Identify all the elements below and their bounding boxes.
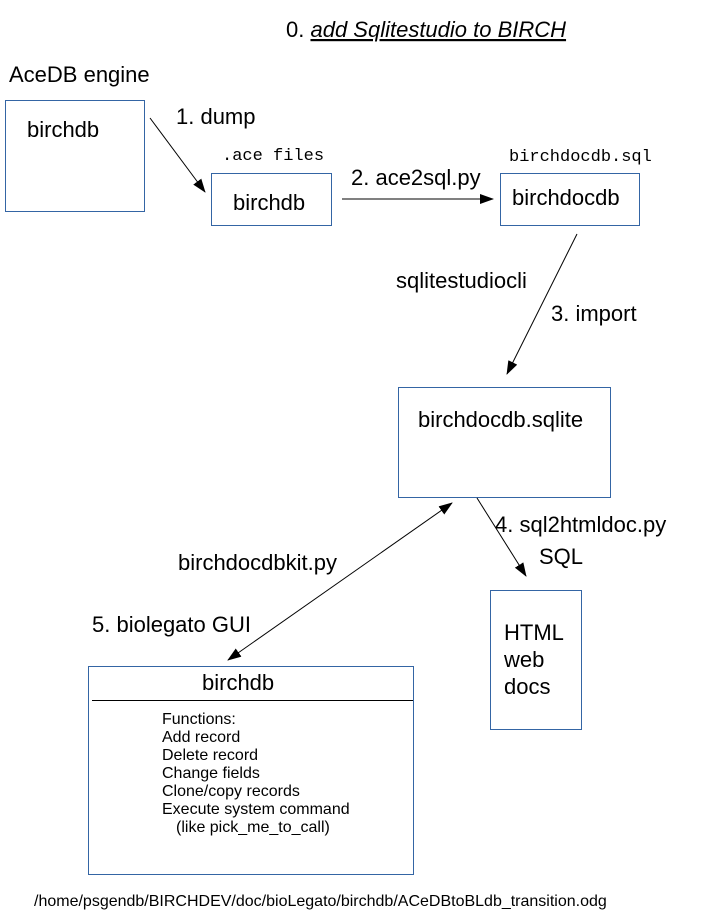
ace-files-label: birchdb [233, 190, 305, 215]
html-docs-line: HTML [504, 620, 564, 645]
arrow-dump [149, 117, 206, 193]
sql-file-box [500, 173, 640, 226]
gui-function-line: Change fields [162, 765, 260, 782]
title-text: add Sqlitestudio to BIRCH [310, 17, 566, 42]
ace-files-box [211, 173, 332, 226]
arrow-kit-bidirectional [227, 502, 453, 661]
gui-function-line: Functions: [162, 711, 236, 728]
arrow-sql2html [476, 497, 527, 577]
html-docs-line: docs [504, 674, 550, 699]
edge-label-ace2sql: 2. ace2sql.py [351, 165, 481, 190]
gui-function-line: Clone/copy records [162, 783, 300, 800]
sql-file-caption: birchdocdb.sql [509, 148, 652, 167]
gui-title: birchdb [202, 670, 274, 695]
edge-label-sql: SQL [539, 544, 583, 569]
footer-file-path: /home/psgendb/BIRCHDEV/doc/bioLegato/bir… [34, 893, 607, 910]
sql-file-label: birchdocdb [512, 185, 620, 210]
edge-label-sql2html: 4. sql2htmldoc.py [495, 512, 666, 537]
gui-function-line: Execute system command [162, 801, 350, 818]
edge-label-kit: birchdocdbkit.py [178, 550, 337, 575]
html-docs-line: web [503, 647, 544, 672]
edge-label-sqlitestudiocli: sqlitestudiocli [396, 268, 527, 293]
acedb-engine-caption: AceDB engine [9, 62, 150, 87]
html-docs-box [490, 590, 582, 730]
sqlite-db-label: birchdocdb.sqlite [418, 407, 583, 432]
arrow-import [506, 233, 578, 375]
gui-function-line: Delete record [162, 747, 258, 764]
edge-label-dump: 1. dump [176, 104, 256, 129]
edge-label-import: 3. import [551, 301, 637, 326]
gui-box [88, 666, 414, 875]
acedb-engine-box [5, 100, 145, 212]
edge-label-gui: 5. biolegato GUI [92, 612, 251, 637]
gui-function-line: (like pick_me_to_call) [176, 819, 330, 836]
ace-files-caption: .ace files [222, 147, 324, 166]
sqlite-db-box [398, 387, 611, 498]
gui-function-line: Add record [162, 729, 240, 746]
title-prefix: 0. [286, 17, 310, 42]
diagram-title: 0. add Sqlitestudio to BIRCH [286, 17, 566, 42]
acedb-engine-label: birchdb [27, 117, 99, 142]
